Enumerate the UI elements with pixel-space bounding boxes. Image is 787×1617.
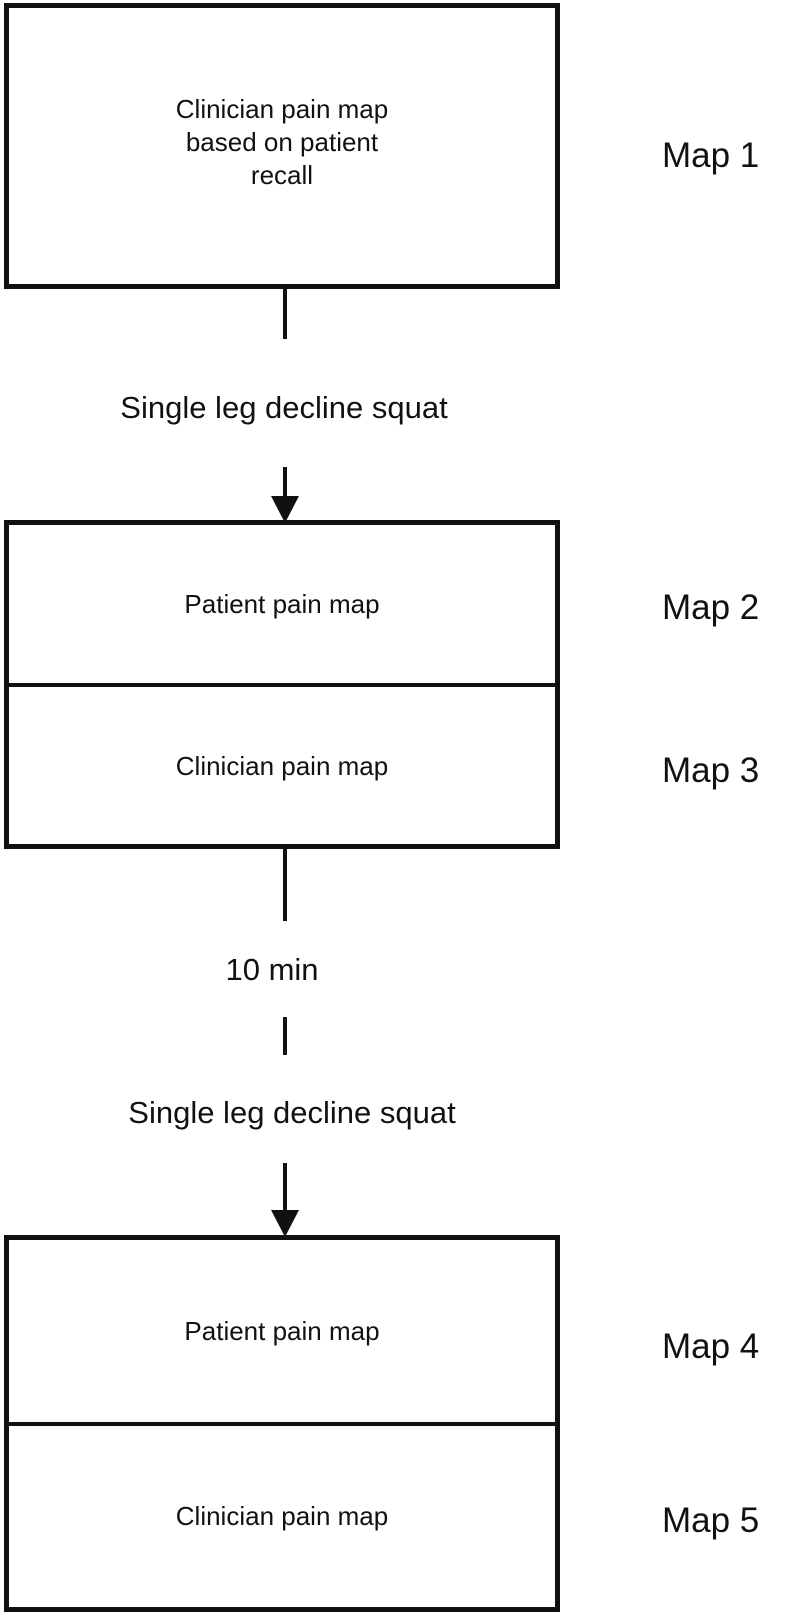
arrow-down-icon — [271, 1210, 299, 1237]
connector-line-1a — [283, 289, 287, 339]
map-2-label: Map 2 — [662, 588, 760, 627]
squat-label-2: Single leg decline squat — [128, 1095, 456, 1130]
squat-label-1: Single leg decline squat — [120, 390, 448, 425]
box-maps-4-5: Patient pain map Clinician pain map — [4, 1235, 560, 1612]
connector-line-2a — [283, 849, 287, 921]
arrow-down-icon — [271, 496, 299, 523]
box-2-bottom-text: Clinician pain map — [175, 750, 389, 781]
map-5-label: Map 5 — [662, 1501, 760, 1540]
box-3-bottom-text: Clinician pain map — [175, 1501, 389, 1531]
box-2-top-text: Patient pain map — [184, 588, 380, 619]
box-clinician-recall-map: Clinician pain map based on patient reca… — [4, 3, 560, 289]
box-maps-2-3: Patient pain map Clinician pain map — [4, 520, 560, 849]
box-2-divider — [9, 683, 555, 687]
connector-line-1b — [283, 467, 287, 499]
connector-line-2b — [283, 1017, 287, 1055]
map-4-label: Map 4 — [662, 1327, 760, 1366]
map-1-label: Map 1 — [662, 136, 760, 175]
wait-10-min-label: 10 min — [225, 952, 319, 987]
box-1-text: Clinician pain map based on patient reca… — [175, 93, 389, 190]
connector-line-2c — [283, 1163, 287, 1213]
map-3-label: Map 3 — [662, 751, 760, 790]
box-3-top-text: Patient pain map — [184, 1315, 380, 1346]
box-3-divider — [9, 1422, 555, 1426]
